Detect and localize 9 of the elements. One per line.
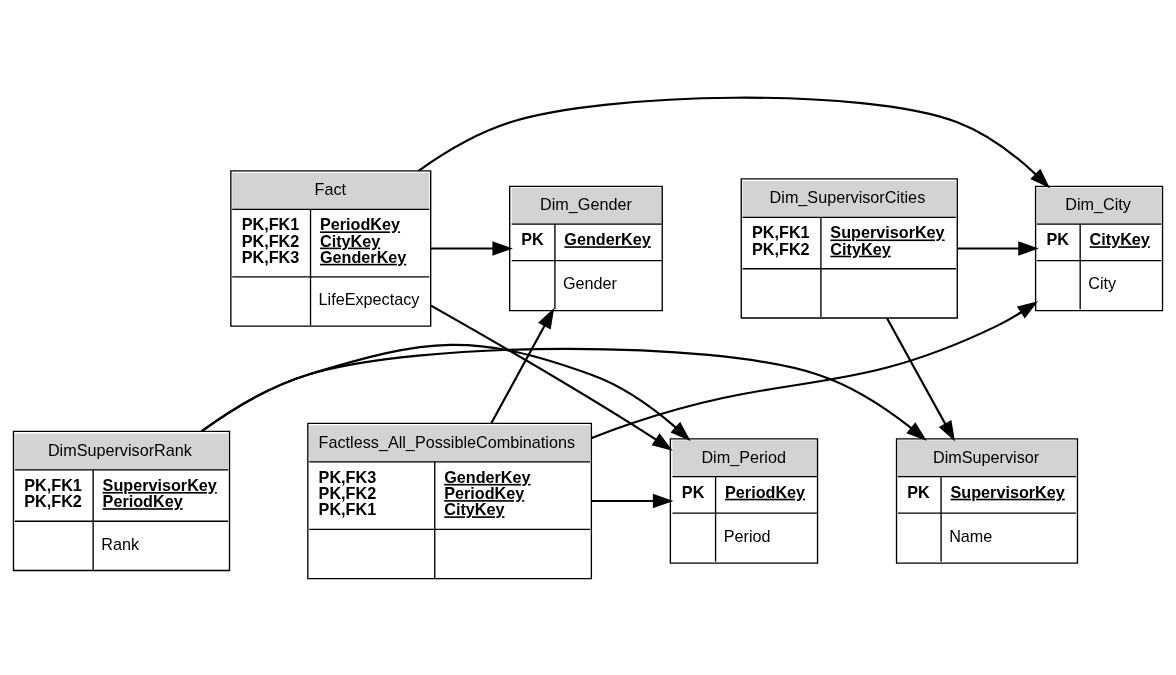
arrow — [490, 307, 555, 424]
arrow — [957, 240, 1039, 256]
arrow — [430, 240, 513, 256]
arrow — [591, 493, 674, 508]
arrow — [430, 304, 673, 451]
arrow — [885, 317, 955, 442]
arrow — [201, 347, 927, 441]
arrow — [591, 300, 1038, 439]
arrow — [417, 96, 1051, 188]
